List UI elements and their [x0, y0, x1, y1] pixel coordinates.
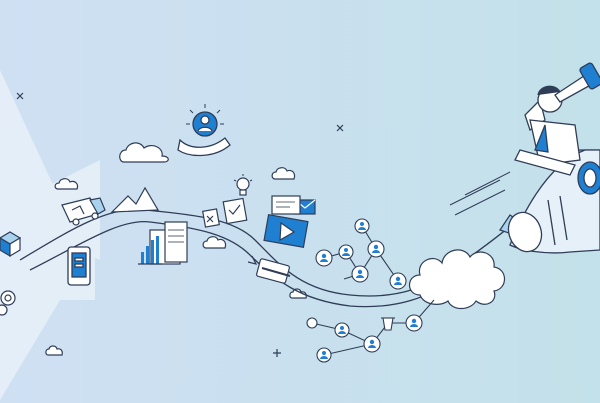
- speed-lines: [449, 171, 511, 216]
- lightbulb-icon: [233, 174, 253, 196]
- trash-icon: [381, 317, 395, 331]
- cube-icon: [0, 231, 22, 258]
- email-icon: [271, 195, 316, 215]
- rocket-icon: [498, 149, 600, 254]
- document-chart-icon: [138, 221, 188, 265]
- hand-user-icon: [177, 104, 231, 157]
- truck-icon: [61, 197, 106, 226]
- credit-card-icon: [247, 255, 291, 284]
- smartphone-icon: [67, 246, 91, 286]
- sparkle-icons: [16, 92, 344, 357]
- gear-icon: [0, 290, 16, 316]
- cloud-icon: [45, 142, 307, 356]
- mountain-icon: [110, 186, 160, 213]
- checklist-icon: [202, 197, 248, 228]
- network-user-icon: [306, 218, 435, 363]
- video-play-icon: [263, 214, 309, 248]
- telescope-person-icon: [514, 62, 600, 176]
- smoke-cloud: [408, 249, 506, 310]
